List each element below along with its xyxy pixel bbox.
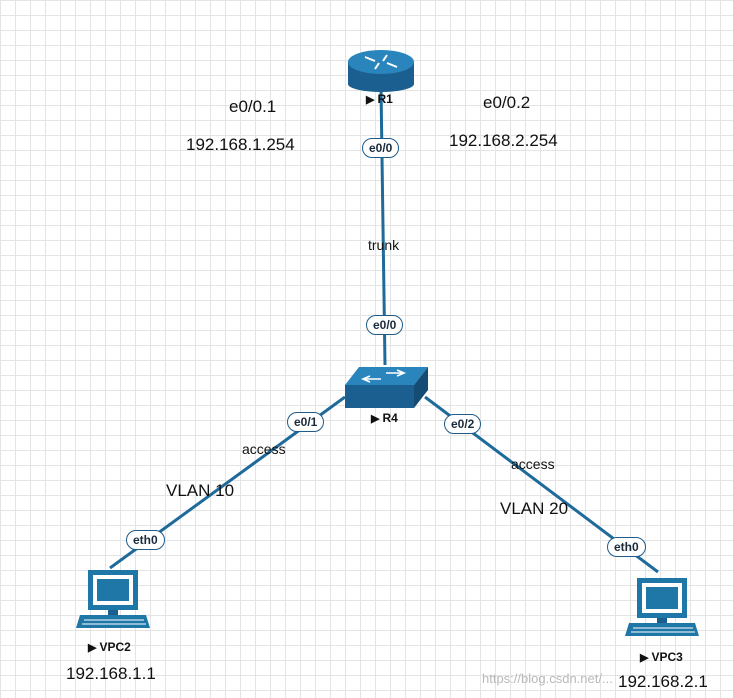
device-name: R1 — [377, 92, 393, 106]
computer-icon[interactable] — [76, 570, 150, 628]
port-r4-e0-1[interactable]: e0/1 — [287, 412, 325, 432]
vpc3-ip: 192.168.2.1 — [618, 672, 708, 691]
subinterface-ip-1: 192.168.1.254 — [186, 135, 295, 154]
port-r4-e0-2[interactable]: e0/2 — [444, 414, 482, 434]
link-label-trunk: trunk — [368, 237, 400, 253]
subinterface-label-2: e0/0.2 — [483, 93, 531, 112]
device-label-r4: ▶R4 — [371, 411, 398, 425]
play-icon: ▶ — [640, 652, 649, 664]
link-label-access-left: access — [242, 441, 286, 457]
vlan-label-10: VLAN 10 — [166, 481, 235, 500]
device-label-vpc2: ▶VPC2 — [88, 640, 131, 654]
device-label-r1: ▶R1 — [366, 92, 393, 106]
port-vpc3-eth0[interactable]: eth0 — [607, 537, 646, 557]
port-vpc2-eth0[interactable]: eth0 — [126, 530, 165, 550]
play-icon: ▶ — [366, 94, 375, 106]
device-name: VPC2 — [99, 640, 131, 654]
vpc2-ip: 192.168.1.1 — [66, 664, 156, 683]
subinterface-label-1: e0/0.1 — [229, 97, 277, 116]
play-icon: ▶ — [371, 413, 380, 425]
switch-icon[interactable] — [345, 367, 428, 408]
device-name: R4 — [382, 411, 398, 425]
device-label-vpc3: ▶VPC3 — [640, 650, 683, 664]
play-icon: ▶ — [88, 642, 97, 654]
port-r1-e0-0[interactable]: e0/0 — [362, 138, 400, 158]
port-r4-e0-0[interactable]: e0/0 — [366, 315, 404, 335]
watermark: https://blog.csdn.net/... — [482, 671, 613, 686]
router-icon[interactable] — [348, 50, 414, 92]
computer-icon[interactable] — [625, 578, 699, 636]
subinterface-ip-2: 192.168.2.254 — [449, 131, 558, 150]
link-label-access-right: access — [511, 456, 555, 472]
device-name: VPC3 — [651, 650, 683, 664]
vlan-label-20: VLAN 20 — [500, 499, 569, 518]
